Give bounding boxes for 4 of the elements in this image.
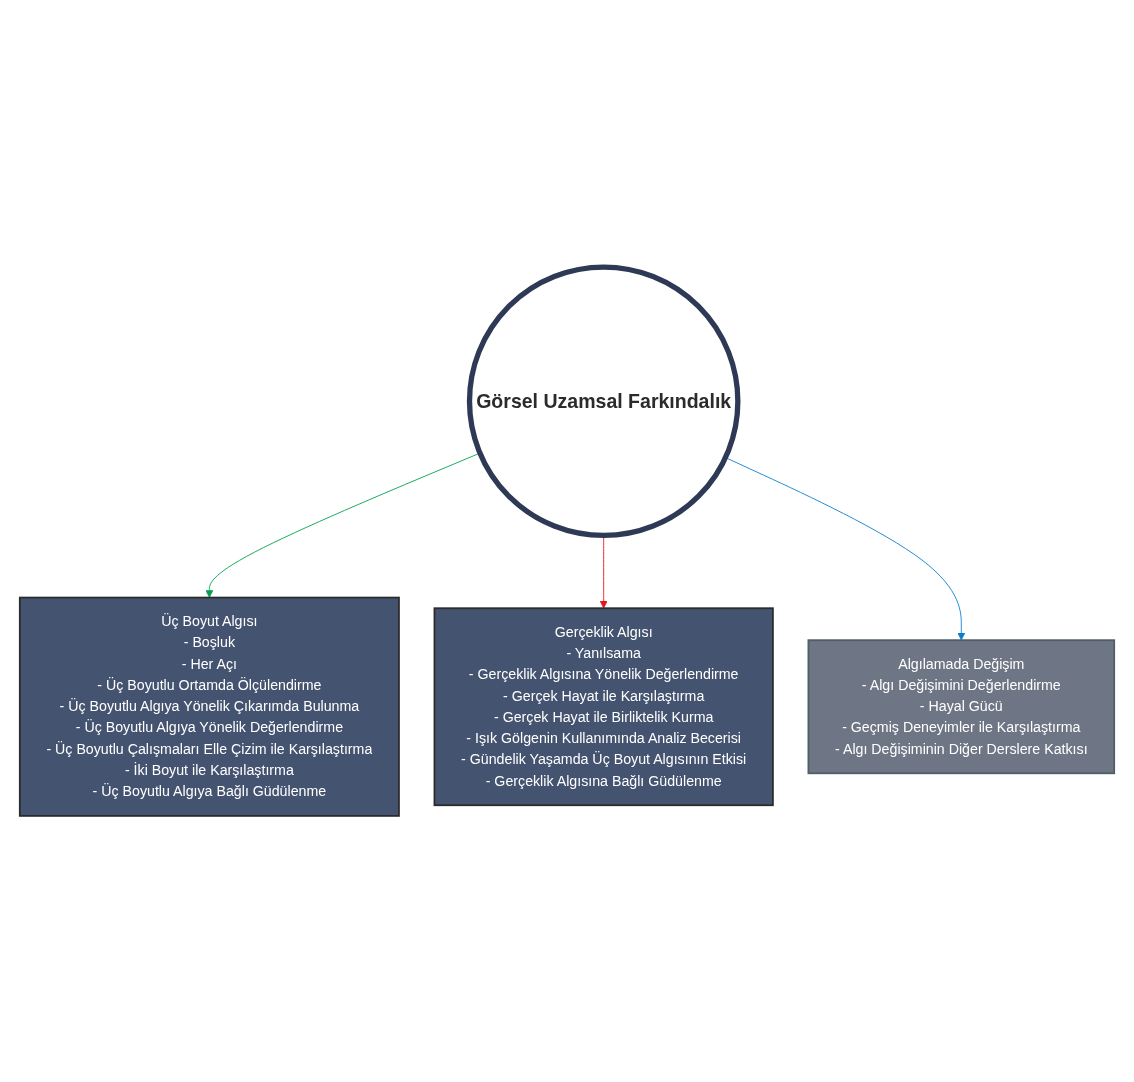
node-circle: Görsel Uzamsal Farkındalık [466,263,741,538]
node-box: Gerçeklik Algısı - Yanılsama - Gerçeklik Algısına Yönelik Değerlendirme - Gerçek Hayat ile Karşılaştırma - Gerçek Hayat ile Birliktelik Kurma - Işık Gölgenin Kullanımında Analiz Becerisi - Gündelik Yaşamda Üç Boyut Algısının Etkisi - Gerçeklik Algısına Bağlı Güdülenme [433,606,774,806]
node-box: Üç Boyut Algısı - Boşluk - Her Açı - Üç Boyutlu Ortamda Ölçülendirme - Üç Boyutlu Algıya Yönelik Çıkarımda Bulunma - Üç Boyutlu Algıya Yönelik Değerlendirme - Üç Boyutlu Çalışmaları Elle Çizim ile Karşılaştırma - İki Boyut ile Karşılaştırma - Üç Boyutlu Algıya Bağlı Güdülenme [18,596,400,817]
node-box: Algılamada Değişim - Algı Değişimini Değerlendirme - Hayal Gücü - Geçmiş Deneyimler ile Karşılaştırma - Algı Değişiminin Diğer Derslere Katkısı [807,638,1116,774]
